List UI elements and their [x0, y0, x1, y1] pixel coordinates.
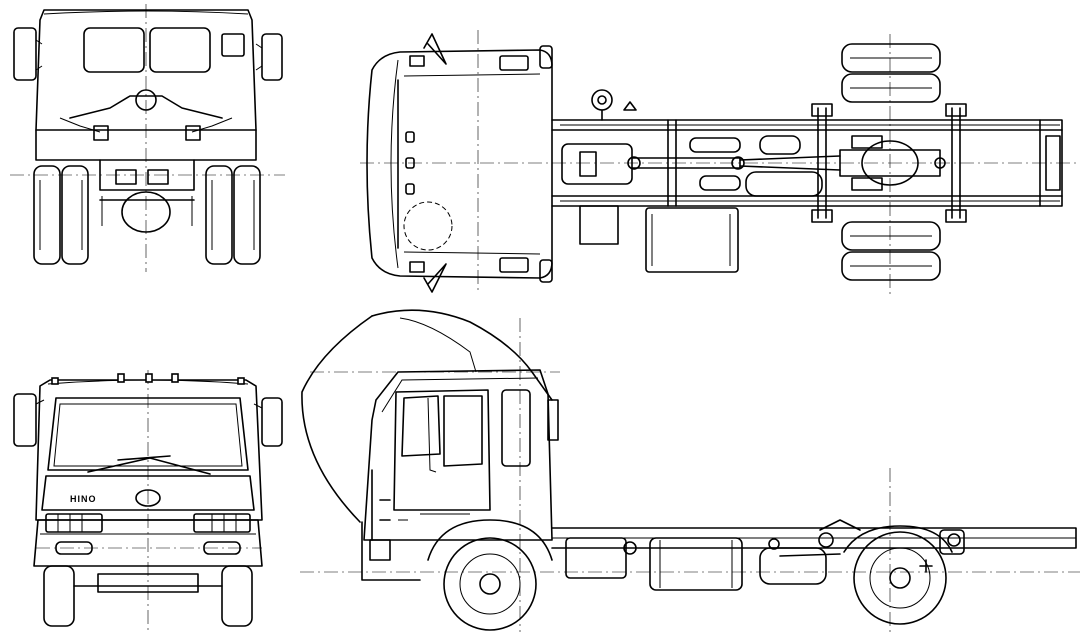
rear-view [10, 4, 285, 272]
grille-badge-text: HINO [70, 494, 97, 504]
side-view [300, 309, 1080, 632]
top-view [360, 30, 1076, 294]
front-view: HINO [13, 370, 283, 630]
